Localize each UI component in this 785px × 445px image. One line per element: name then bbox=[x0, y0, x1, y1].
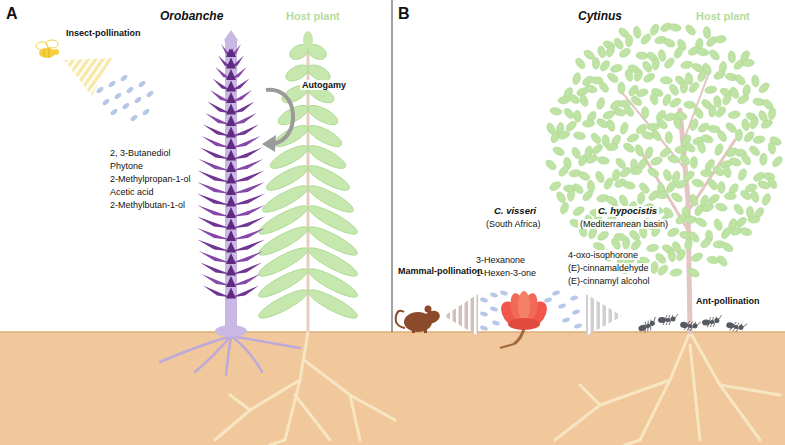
tree-canopy bbox=[544, 21, 784, 278]
pollination-label: Mammal-pollination bbox=[398, 266, 483, 276]
scent-dots bbox=[96, 74, 155, 123]
volatile-name: 2-Methylbutan-1-ol bbox=[110, 200, 185, 210]
scent-dots bbox=[479, 290, 582, 332]
cytinus-flower bbox=[497, 291, 552, 348]
orobanche-roots bbox=[160, 336, 300, 375]
spike-tip bbox=[224, 30, 238, 50]
ground bbox=[0, 332, 785, 445]
mouse bbox=[396, 306, 442, 334]
scent-cone bbox=[64, 58, 112, 96]
volatile-name: 2-Methylpropan-1-ol bbox=[110, 174, 191, 184]
autogamy-arrow bbox=[262, 90, 293, 152]
panel-title: Orobanche bbox=[160, 10, 223, 24]
volatile-name: 2, 3-Butanediol bbox=[110, 148, 171, 158]
volatile-name: (E)-cinnamyl alcohol bbox=[566, 276, 652, 286]
volatile-name: Phytone bbox=[110, 161, 143, 171]
orobanche-base bbox=[215, 325, 247, 337]
volatile-name: 1-Hexen-3-one bbox=[476, 268, 536, 278]
scent-cone bbox=[444, 294, 478, 336]
pollination-label: Insect-pollination bbox=[66, 28, 141, 38]
host-label: Host plant bbox=[696, 10, 750, 23]
panel-divider bbox=[392, 0, 393, 332]
host-roots bbox=[215, 332, 395, 445]
volatile-name: 4-oxo-isophorone bbox=[566, 250, 640, 260]
fern-leaves bbox=[256, 31, 361, 323]
region-name: (South Africa) bbox=[486, 219, 541, 229]
orobanche-spike bbox=[197, 44, 265, 299]
volatile-name: Acetic acid bbox=[110, 187, 154, 197]
volatile-name: 3-Hexanone bbox=[476, 255, 525, 265]
volatile-name: (E)-cinnamaldehyde bbox=[566, 263, 651, 273]
pollination-label: Ant-pollination bbox=[694, 296, 761, 306]
process-label: Autogamy bbox=[300, 80, 348, 90]
panel-letter: A bbox=[6, 5, 18, 23]
orobanche-stem bbox=[225, 40, 237, 330]
tree-trunk bbox=[620, 70, 735, 332]
species-name: C. hypocistis bbox=[596, 206, 659, 217]
region-name: (Mediterranean basin) bbox=[578, 219, 670, 229]
panel-title: Cytinus bbox=[578, 10, 622, 24]
ants bbox=[637, 314, 748, 334]
tree-roots bbox=[555, 332, 780, 445]
insect bbox=[36, 40, 59, 58]
panel-letter: B bbox=[398, 5, 410, 23]
host-label: Host plant bbox=[286, 10, 340, 23]
species-name: C. visseri bbox=[494, 206, 536, 217]
scent-cone bbox=[586, 294, 622, 336]
